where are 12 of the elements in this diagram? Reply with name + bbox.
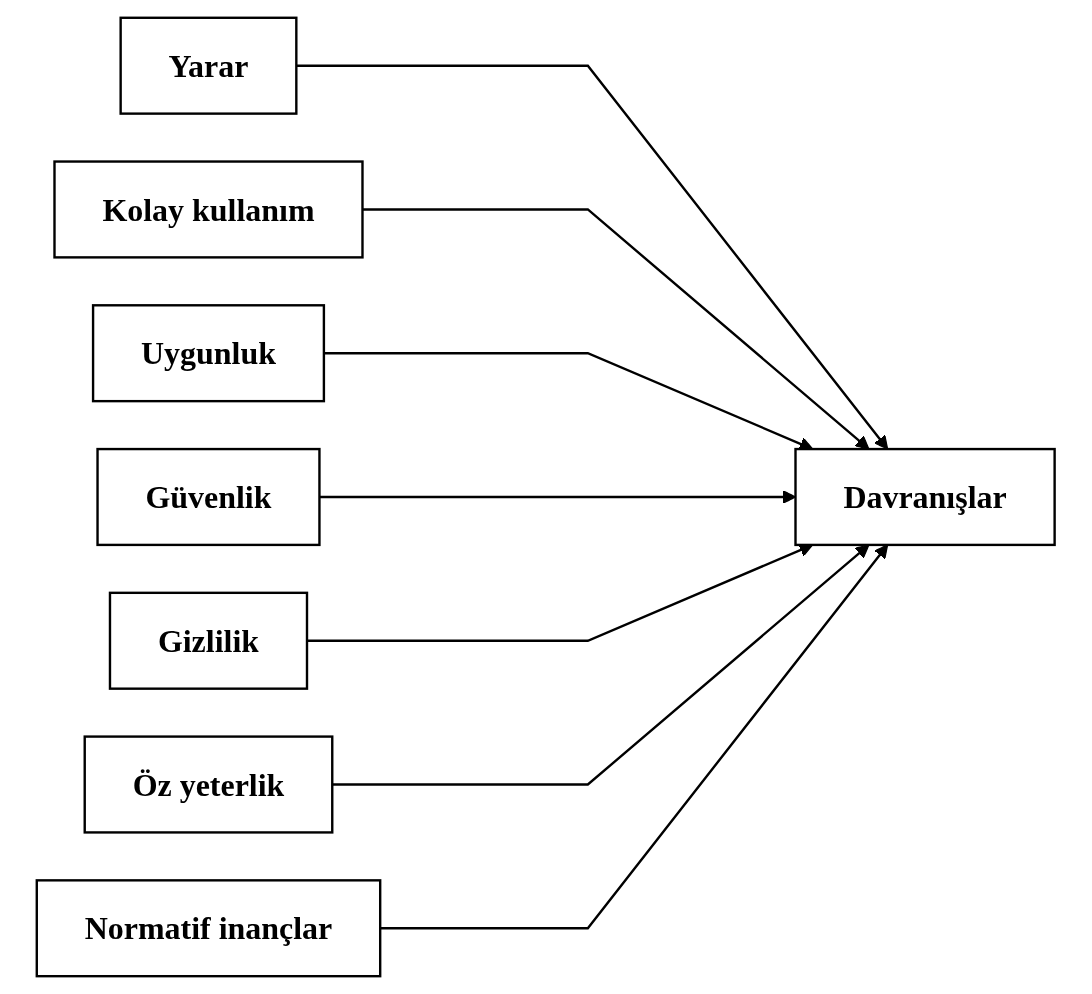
node-box: Kolay kullanım xyxy=(53,160,364,259)
node-box: Davranışlar xyxy=(794,447,1057,547)
node-box: Gizlilik xyxy=(109,591,309,690)
node-box: Yarar xyxy=(119,16,298,115)
arrow xyxy=(362,208,870,450)
node-box: Öz yeterlik xyxy=(83,735,334,834)
node-box: Uygunluk xyxy=(92,304,326,403)
arrow xyxy=(296,64,889,450)
arrow xyxy=(332,544,870,786)
arrow xyxy=(380,544,889,930)
node-box: Normatif inançlar xyxy=(35,879,382,978)
node-box: Güvenlik xyxy=(96,447,321,547)
